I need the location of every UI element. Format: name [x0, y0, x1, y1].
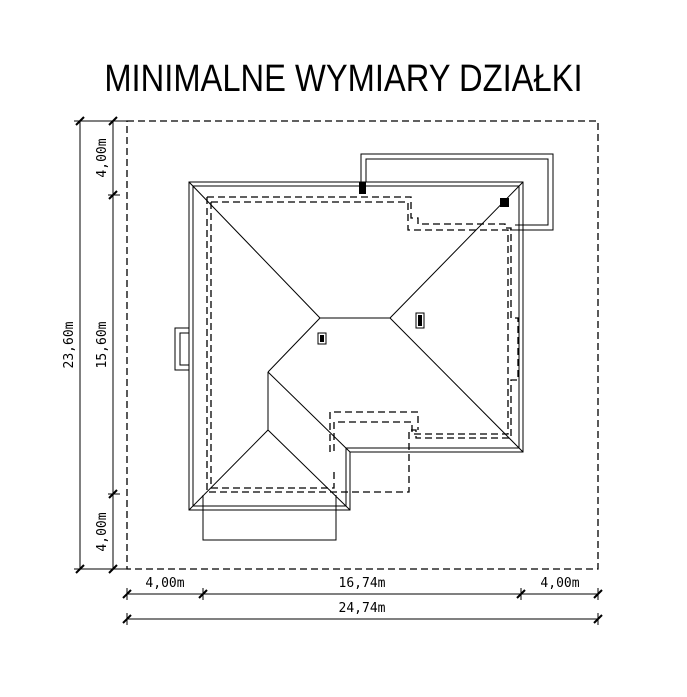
dim-total-width-label: 24,74m	[339, 601, 386, 616]
roof-ridges	[188, 181, 524, 511]
dim-total-width	[122, 613, 603, 625]
dim-setback-left-label: 4,00m	[145, 576, 184, 591]
dim-total-height-label: 23,60m	[62, 321, 77, 368]
roof-outline	[188, 181, 524, 511]
dim-house-width-label: 16,74m	[339, 576, 386, 591]
dim-setback-right-label: 4,00m	[540, 576, 579, 591]
house-wall-line	[206, 196, 519, 493]
dim-horizontal-segments	[122, 588, 603, 600]
dim-setback-bottom-label: 4,00m	[95, 512, 110, 551]
dim-house-depth-label: 15,60m	[95, 321, 110, 368]
diagram-title: MINIMALNE WYMIARY DZIAŁKI	[104, 58, 583, 100]
bottom-extension	[202, 495, 337, 541]
chimney-marker	[500, 198, 509, 207]
left-bay	[174, 327, 189, 371]
dim-vertical-segments	[108, 116, 120, 574]
dim-setback-top-label: 4,00m	[95, 138, 110, 177]
plot-boundary	[126, 120, 599, 570]
top-right-terrace	[359, 153, 554, 231]
skylight-markers	[317, 312, 425, 345]
dim-total-height	[74, 116, 127, 574]
